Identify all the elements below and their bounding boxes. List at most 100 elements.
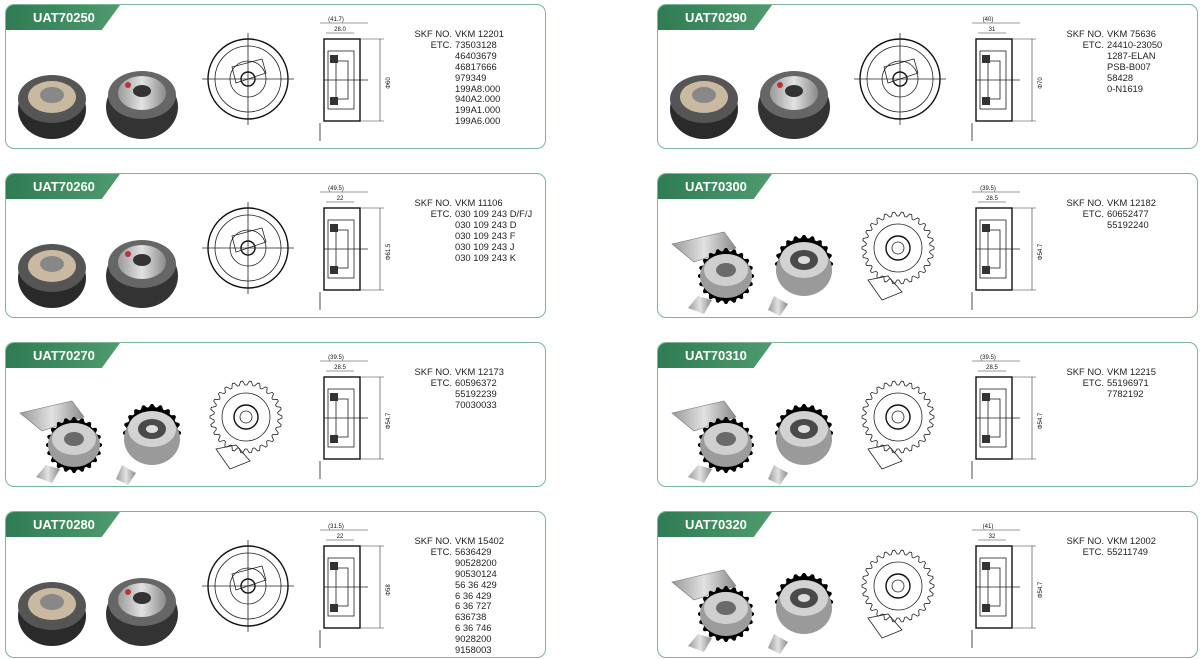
etc-number: 6 36 746 (455, 622, 492, 634)
skf-number: VKM 75636 (1107, 28, 1156, 39)
dim-overall: (39.5) (328, 355, 344, 361)
product-card: UAT70320 (657, 511, 1198, 658)
technical-drawing: (31.5) 22 Φ58 (196, 518, 401, 654)
product-code-tag: UAT70300 (658, 174, 772, 199)
section-view-drawing (319, 360, 384, 479)
dim-diameter: Φ61.5 (386, 243, 392, 260)
technical-drawing: (39.5) 28.5 Φ54.7 (848, 180, 1053, 316)
product-photos (12, 542, 190, 657)
technical-drawing: (49.5) 22 Φ61.5 (196, 180, 401, 316)
dim-diameter: Φ54.7 (386, 412, 392, 429)
dim-inner: 28.5 (334, 365, 346, 371)
skf-number: VKM 12201 (455, 28, 504, 39)
dim-overall: (39.5) (980, 355, 996, 361)
etc-number: 030 109 243 D (455, 218, 517, 230)
product-photo-rear-view (106, 578, 178, 646)
section-view-drawing (319, 529, 384, 648)
etc-number: 940A2.000 (455, 93, 501, 105)
etc-label: ETC. (1082, 38, 1104, 50)
etc-number: 979349 (455, 71, 487, 83)
technical-drawing: (39.5) 28.5 Φ54.7 (848, 349, 1053, 485)
dim-overall: (40) (983, 17, 994, 23)
skf-label: SKF NO. (1066, 197, 1104, 208)
product-photos (664, 204, 842, 317)
etc-number: 1287-ELAN (1107, 49, 1156, 61)
product-photos (12, 35, 190, 148)
product-photo-side-view (768, 573, 833, 654)
etc-number: 7782192 (1107, 387, 1144, 399)
dim-inner: 22 (337, 196, 344, 202)
product-card: UAT70250 (5, 4, 546, 149)
front-view-drawing (209, 380, 283, 470)
etc-number: PSB-B007 (1107, 60, 1151, 72)
etc-label: ETC. (430, 545, 452, 557)
etc-number: 0-N1619 (1107, 82, 1143, 94)
section-view-drawing (971, 191, 1036, 310)
section-view-drawing (971, 529, 1036, 648)
etc-number: 030 109 243 J (455, 240, 515, 252)
product-photo-rear-view (758, 71, 830, 139)
front-view-drawing (861, 380, 935, 470)
product-photos (664, 542, 842, 657)
dim-inner: 28.5 (986, 365, 998, 371)
product-photos (664, 35, 842, 148)
skf-label: SKF NO. (1066, 535, 1104, 546)
etc-number: 46403679 (455, 49, 497, 61)
etc-label: ETC. (430, 207, 452, 219)
skf-label: SKF NO. (414, 366, 452, 377)
etc-number: 56 36 429 (455, 578, 497, 590)
dim-overall: (39.5) (980, 186, 996, 192)
front-view-drawing (202, 202, 294, 294)
technical-drawing: (40) 31 Φ70 (848, 11, 1053, 147)
etc-number: 58428 (1107, 71, 1134, 83)
etc-number: 90530124 (455, 567, 497, 579)
front-view-drawing (861, 549, 935, 639)
technical-drawing: (41.7) 28.0 Φ60 (196, 11, 401, 147)
etc-number: 46817666 (455, 60, 497, 72)
etc-number: 6 36 727 (455, 600, 492, 612)
dim-diameter: Φ54.7 (1038, 412, 1044, 429)
section-view-drawing (319, 191, 384, 310)
etc-number: 90528200 (455, 556, 497, 568)
etc-number: 55196971 (1107, 376, 1149, 388)
front-view-drawing (854, 33, 946, 125)
etc-number: 73503128 (455, 38, 497, 50)
product-photo-side-view (768, 404, 833, 485)
product-card: UAT70300 (657, 173, 1198, 318)
product-photos (664, 373, 842, 486)
product-code-tag: UAT70250 (6, 5, 120, 30)
product-photo-bracket-view (671, 569, 754, 652)
etc-number: 199A8.000 (455, 82, 501, 94)
section-view-drawing (319, 22, 384, 141)
product-photo-side-view (768, 235, 833, 316)
product-photo-front-view (670, 75, 738, 139)
dim-overall: (41) (983, 524, 994, 530)
technical-drawing: (41) 32 Φ54.7 (848, 518, 1053, 654)
skf-label: SKF NO. (1066, 28, 1104, 39)
etc-number: 60596372 (455, 376, 497, 388)
product-code-tag: UAT70320 (658, 512, 772, 537)
etc-number: 60652477 (1107, 207, 1149, 219)
product-photos (12, 373, 190, 486)
product-card: UAT70290 (657, 4, 1198, 149)
dim-overall: (41.7) (328, 17, 344, 23)
product-photo-bracket-view (671, 231, 754, 314)
product-photo-front-view (18, 75, 86, 139)
product-photo-front-view (18, 582, 86, 646)
etc-number: 030 109 243 D/F/J (455, 207, 533, 219)
skf-number: VKM 12173 (455, 366, 504, 377)
section-view-drawing (971, 360, 1036, 479)
dim-inner: 32 (989, 534, 996, 540)
product-photo-front-view (18, 244, 86, 308)
product-card: UAT70270 (5, 342, 546, 487)
etc-number: 55211749 (1107, 545, 1149, 557)
skf-label: SKF NO. (414, 197, 452, 208)
etc-number: 90411769 (455, 655, 504, 657)
skf-number: VKM 12002 (1107, 535, 1156, 546)
product-code-tag: UAT70260 (6, 174, 120, 199)
